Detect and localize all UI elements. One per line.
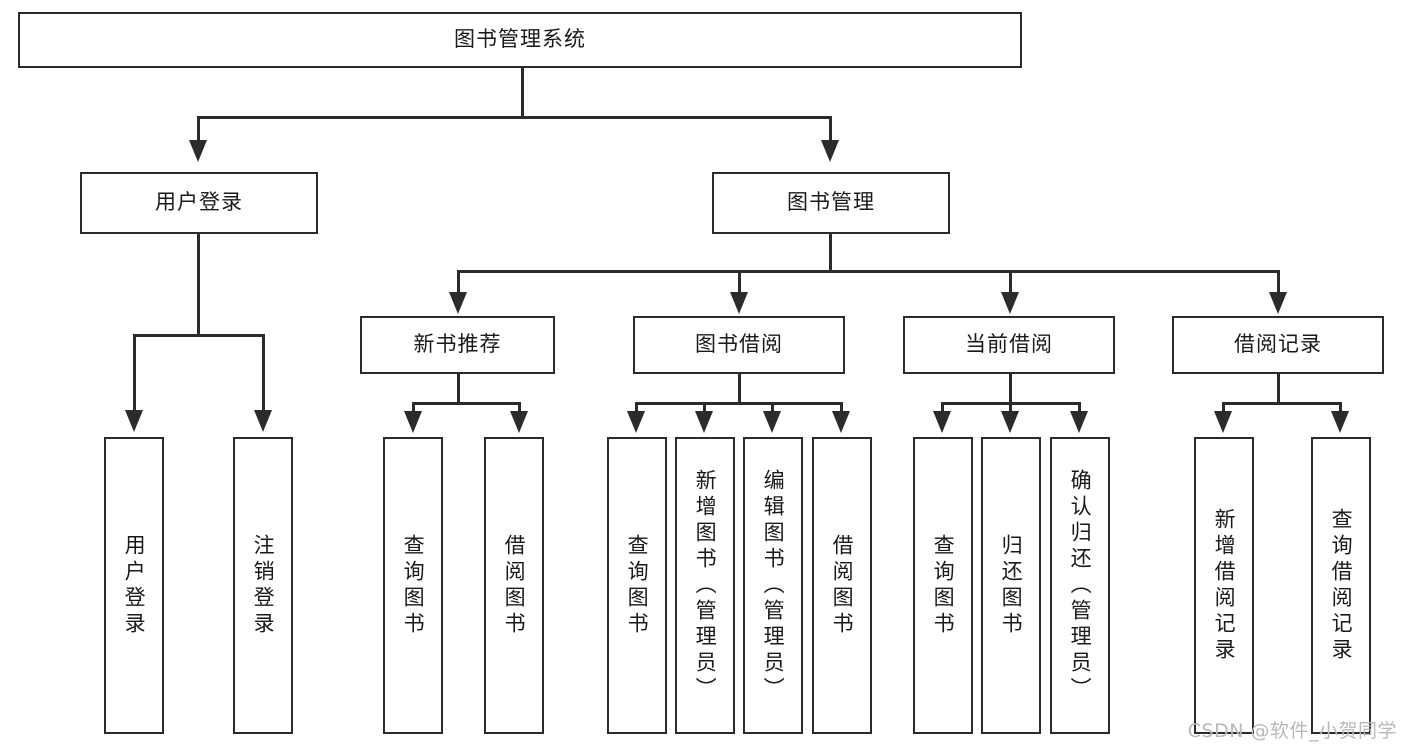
arrowhead-cb-leaf-1 <box>1001 411 1019 433</box>
node-label: 新书推荐 <box>413 332 502 357</box>
edge-br-bus <box>1222 402 1342 405</box>
edge-br-stem <box>1277 374 1280 403</box>
arrowhead-to-user-login <box>189 140 207 162</box>
arrowhead-to-book-borrow <box>730 292 748 314</box>
node-label: 借阅图书 <box>830 533 855 638</box>
watermark-text: CSDN @软件_小贺同学 <box>1187 720 1397 742</box>
edge-cb-stem <box>1009 374 1012 403</box>
arrowhead-bb-leaf-3 <box>832 411 850 433</box>
edge-bm-branch-3 <box>1277 270 1280 295</box>
node-label: 查询图书 <box>625 533 650 638</box>
node-label: 新增借阅记录 <box>1212 507 1237 664</box>
leaf-book-borrow-0[interactable]: 查询图书 <box>607 437 667 734</box>
edge-nbr-branch-1 <box>518 402 521 414</box>
node-new-book-recommend[interactable]: 新书推荐 <box>360 316 555 374</box>
edge-book-management-bus <box>457 270 1279 273</box>
node-book-borrow[interactable]: 图书借阅 <box>633 316 845 374</box>
node-label: 图书管理系统 <box>454 27 586 52</box>
edge-user-login-branch-0 <box>133 334 136 413</box>
node-label: 新增图书（管理员） <box>693 468 718 703</box>
arrowhead-to-book-management <box>821 140 839 162</box>
arrowhead-br-leaf-1 <box>1331 411 1349 433</box>
arrowhead-br-leaf-0 <box>1214 411 1232 433</box>
edge-nbr-branch-0 <box>412 402 415 414</box>
node-label: 查询图书 <box>931 533 956 638</box>
leaf-borrow-record-0[interactable]: 新增借阅记录 <box>1194 437 1254 734</box>
arrowhead-cb-leaf-0 <box>933 411 951 433</box>
node-label: 图书管理 <box>787 190 875 215</box>
node-label: 归还图书 <box>999 533 1024 638</box>
leaf-current-borrow-1[interactable]: 归还图书 <box>981 437 1041 734</box>
leaf-new-book-recommend-1[interactable]: 借阅图书 <box>484 437 544 734</box>
node-label: 编辑图书（管理员） <box>761 468 786 703</box>
edge-root-to-user-login <box>197 116 200 143</box>
edge-br-branch-1 <box>1339 402 1342 414</box>
edge-user-login-bus <box>133 334 265 337</box>
leaf-book-borrow-3[interactable]: 借阅图书 <box>812 437 872 734</box>
arrowhead-nbr-leaf-0 <box>404 411 422 433</box>
node-label: 确认归还（管理员） <box>1068 468 1093 703</box>
edge-bb-bus <box>635 402 843 405</box>
edge-br-branch-0 <box>1222 402 1225 414</box>
arrowhead-to-new-book-recommend <box>449 292 467 314</box>
arrowhead-user-login-leaf-0 <box>125 410 143 432</box>
edge-book-management-stem <box>829 234 832 271</box>
edge-user-login-branch-1 <box>262 334 265 413</box>
edge-bb-branch-0 <box>635 402 638 414</box>
leaf-new-book-recommend-0[interactable]: 查询图书 <box>383 437 443 734</box>
arrowhead-to-current-borrow <box>1001 292 1019 314</box>
arrowhead-to-borrow-record <box>1269 292 1287 314</box>
leaf-borrow-record-1[interactable]: 查询借阅记录 <box>1311 437 1371 734</box>
edge-cb-branch-0 <box>941 402 944 414</box>
edge-cb-branch-2 <box>1078 402 1081 414</box>
leaf-user-login-1[interactable]: 注销登录 <box>233 437 293 734</box>
leaf-user-login-0[interactable]: 用户登录 <box>104 437 164 734</box>
leaf-current-borrow-2[interactable]: 确认归还（管理员） <box>1050 437 1110 734</box>
node-user-login[interactable]: 用户登录 <box>80 172 318 234</box>
node-label: 注销登录 <box>251 533 276 638</box>
edge-root-bus <box>197 116 832 119</box>
node-label: 查询图书 <box>401 533 426 638</box>
node-borrow-record[interactable]: 借阅记录 <box>1172 316 1384 374</box>
node-book-management[interactable]: 图书管理 <box>712 172 950 234</box>
edge-root-stem <box>521 68 524 117</box>
leaf-current-borrow-0[interactable]: 查询图书 <box>913 437 973 734</box>
edge-bb-branch-1 <box>703 402 706 414</box>
edge-nbr-stem <box>457 374 460 403</box>
edge-root-to-book-management <box>829 116 832 143</box>
node-label: 用户登录 <box>122 533 147 638</box>
node-root-book-management-system[interactable]: 图书管理系统 <box>18 12 1022 68</box>
node-label: 用户登录 <box>155 190 243 215</box>
arrowhead-cb-leaf-2 <box>1070 411 1088 433</box>
edge-bm-branch-0 <box>457 270 460 295</box>
node-label: 当前借阅 <box>965 332 1053 357</box>
edge-nbr-bus <box>412 402 521 405</box>
node-label: 查询借阅记录 <box>1329 507 1354 664</box>
node-label: 图书借阅 <box>695 332 783 357</box>
node-label: 借阅图书 <box>502 533 527 638</box>
edge-bb-stem <box>738 374 741 403</box>
arrowhead-bb-leaf-2 <box>763 411 781 433</box>
edge-bm-branch-2 <box>1009 270 1012 295</box>
leaf-book-borrow-1[interactable]: 新增图书（管理员） <box>675 437 735 734</box>
edge-bm-branch-1 <box>738 270 741 295</box>
edge-user-login-stem <box>197 234 200 335</box>
edge-bb-branch-2 <box>771 402 774 414</box>
leaf-book-borrow-2[interactable]: 编辑图书（管理员） <box>743 437 803 734</box>
arrowhead-nbr-leaf-1 <box>510 411 528 433</box>
arrowhead-bb-leaf-0 <box>627 411 645 433</box>
edge-bb-branch-3 <box>840 402 843 414</box>
edge-cb-branch-1 <box>1009 402 1012 414</box>
node-label: 借阅记录 <box>1234 332 1322 357</box>
arrowhead-user-login-leaf-1 <box>254 410 272 432</box>
node-current-borrow[interactable]: 当前借阅 <box>903 316 1115 374</box>
arrowhead-bb-leaf-1 <box>695 411 713 433</box>
